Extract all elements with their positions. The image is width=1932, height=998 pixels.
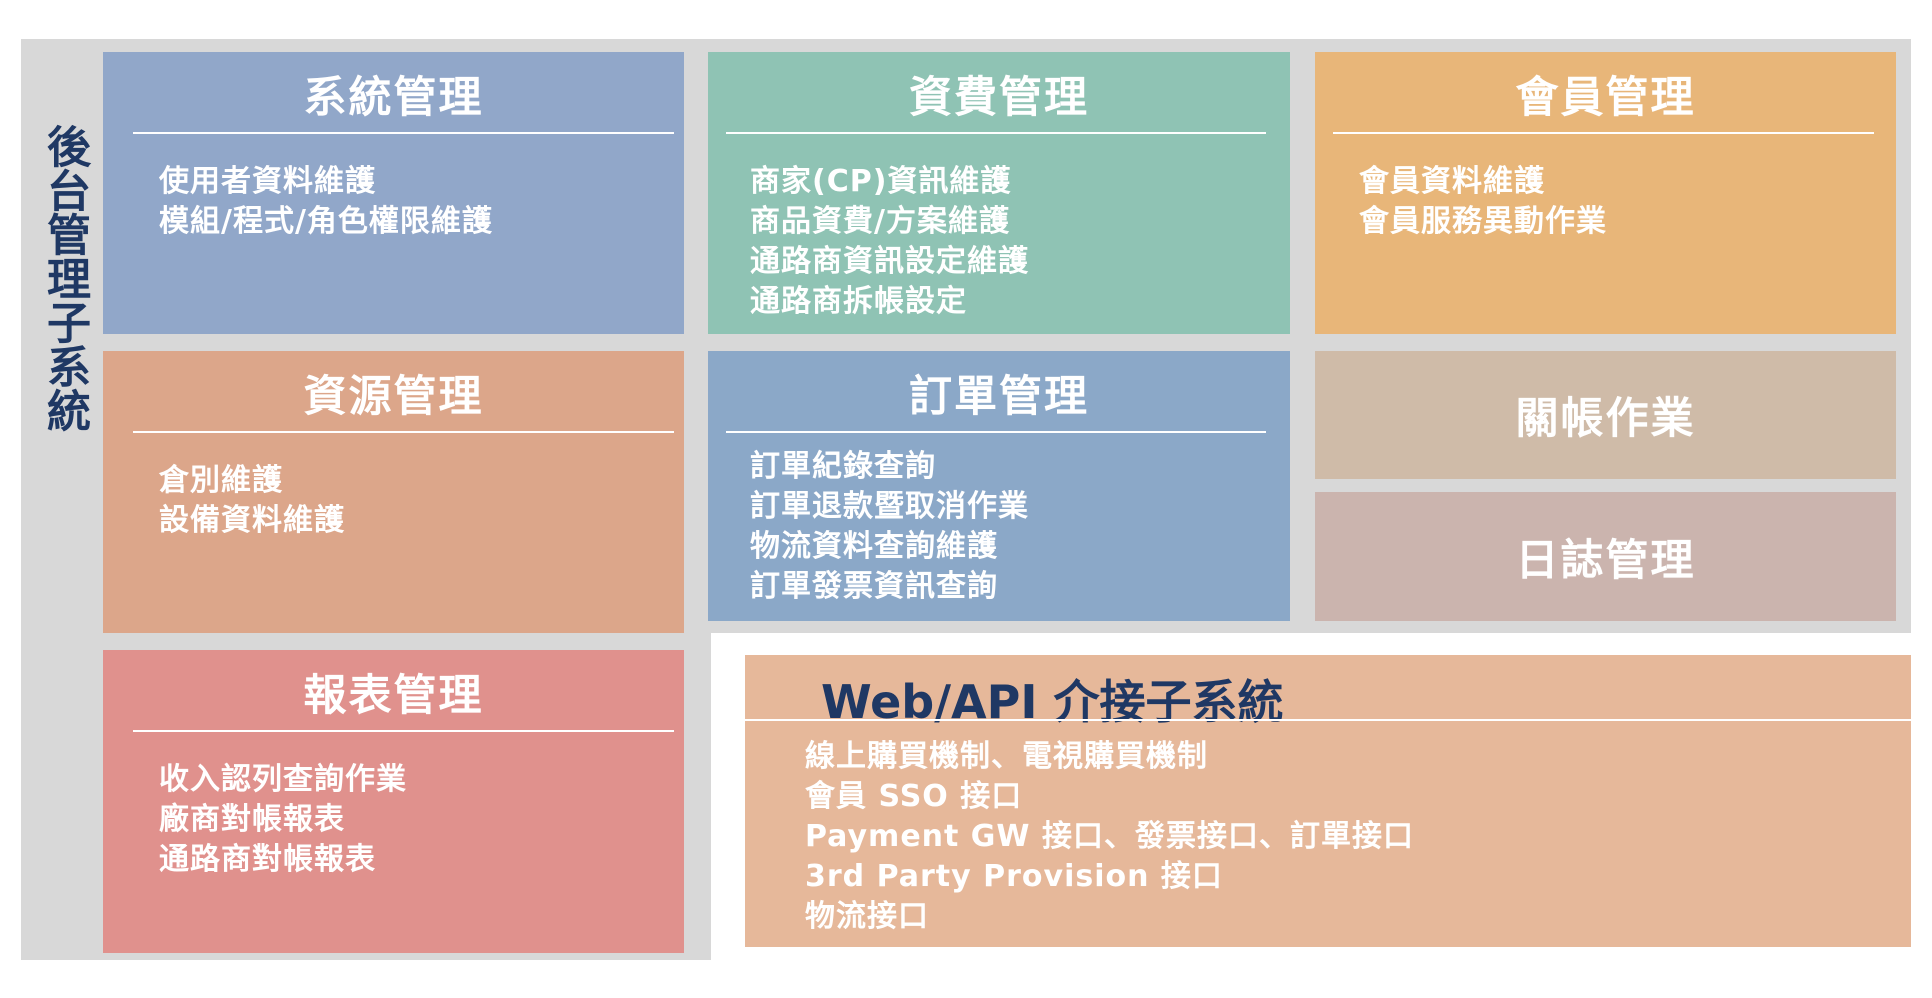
list-item: 會員服務異動作業 [1359, 204, 1607, 239]
box-title: 報表管理 [303, 671, 484, 721]
item-list: 商家(CP)資訊維護 商品資費/方案維護 通路商資訊設定維護 通路商拆帳設定 [750, 162, 1029, 322]
list-item: 通路商拆帳設定 [750, 284, 967, 319]
list-item: 通路商資訊設定維護 [750, 244, 1029, 279]
item-list: 收入認列查詢作業 廠商對帳報表 通路商對帳報表 [159, 760, 407, 880]
list-item: 使用者資料維護 [159, 164, 376, 199]
list-item: 收入認列查詢作業 [159, 762, 407, 797]
list-item: 商家(CP)資訊維護 [750, 164, 1012, 199]
box-title: 訂單管理 [909, 372, 1089, 422]
resource-management-box: 資源管理 倉別維護 設備資料維護 [103, 351, 684, 633]
list-item: 設備資料維護 [159, 503, 345, 538]
box-title: 系統管理 [303, 73, 484, 123]
list-item: 線上購買機制、電視購買機制 [805, 739, 1208, 774]
list-item: 通路商對帳報表 [159, 842, 376, 877]
report-management-box: 報表管理 收入認列查詢作業 廠商對帳報表 通路商對帳報表 [103, 650, 684, 953]
list-item: 物流資料查詢維護 [750, 529, 998, 564]
box-title: 資源管理 [303, 372, 484, 422]
item-list: 線上購買機制、電視購買機制 會員 SSO 接口 Payment GW 接口、發票… [805, 737, 1414, 937]
log-management-box: 日誌管理 [1315, 492, 1896, 621]
box-title: 日誌管理 [1515, 535, 1696, 586]
account-closing-box: 關帳作業 [1315, 351, 1896, 479]
list-item: 倉別維護 [159, 463, 283, 498]
box-title: 關帳作業 [1515, 394, 1696, 444]
box-title: 會員管理 [1515, 73, 1696, 123]
list-item: Payment GW 接口、發票接口、訂單接口 [805, 819, 1414, 854]
item-list: 會員資料維護 會員服務異動作業 [1359, 162, 1607, 242]
item-list: 使用者資料維護 模組/程式/角色權限維護 [159, 162, 493, 242]
box-title: 資費管理 [909, 73, 1089, 123]
web-api-subsystem-box: Web/API 介接子系統 線上購買機制、電視購買機制 會員 SSO 接口 Pa… [745, 655, 1911, 947]
list-item: 模組/程式/角色權限維護 [159, 204, 493, 239]
list-item: 3rd Party Provision 接口 [805, 859, 1223, 894]
title-divider [726, 431, 1266, 433]
list-item: 商品資費/方案維護 [750, 204, 1010, 239]
title-divider [133, 431, 674, 433]
list-item: 會員 SSO 接口 [805, 779, 1023, 814]
system-management-box: 系統管理 使用者資料維護 模組/程式/角色權限維護 [103, 52, 684, 334]
list-item: 物流接口 [805, 899, 929, 934]
title-divider [1333, 132, 1874, 134]
list-item: 廠商對帳報表 [159, 802, 345, 837]
order-management-box: 訂單管理 訂單紀錄查詢 訂單退款暨取消作業 物流資料查詢維護 訂單發票資訊查詢 [708, 351, 1290, 621]
list-item: 訂單發票資訊查詢 [750, 569, 998, 604]
member-management-box: 會員管理 會員資料維護 會員服務異動作業 [1315, 52, 1896, 334]
item-list: 倉別維護 設備資料維護 [159, 461, 345, 541]
billing-management-box: 資費管理 商家(CP)資訊維護 商品資費/方案維護 通路商資訊設定維護 通路商拆… [708, 52, 1290, 334]
backend-subsystem-label: 後台管理子系統 [39, 124, 90, 432]
list-item: 訂單紀錄查詢 [750, 449, 936, 484]
title-divider [133, 132, 674, 134]
title-divider [745, 719, 1911, 721]
item-list: 訂單紀錄查詢 訂單退款暨取消作業 物流資料查詢維護 訂單發票資訊查詢 [750, 447, 1029, 607]
title-divider [726, 132, 1266, 134]
list-item: 訂單退款暨取消作業 [750, 489, 1029, 524]
title-divider [133, 730, 674, 732]
box-title: Web/API 介接子系統 [821, 675, 1284, 729]
list-item: 會員資料維護 [1359, 164, 1545, 199]
